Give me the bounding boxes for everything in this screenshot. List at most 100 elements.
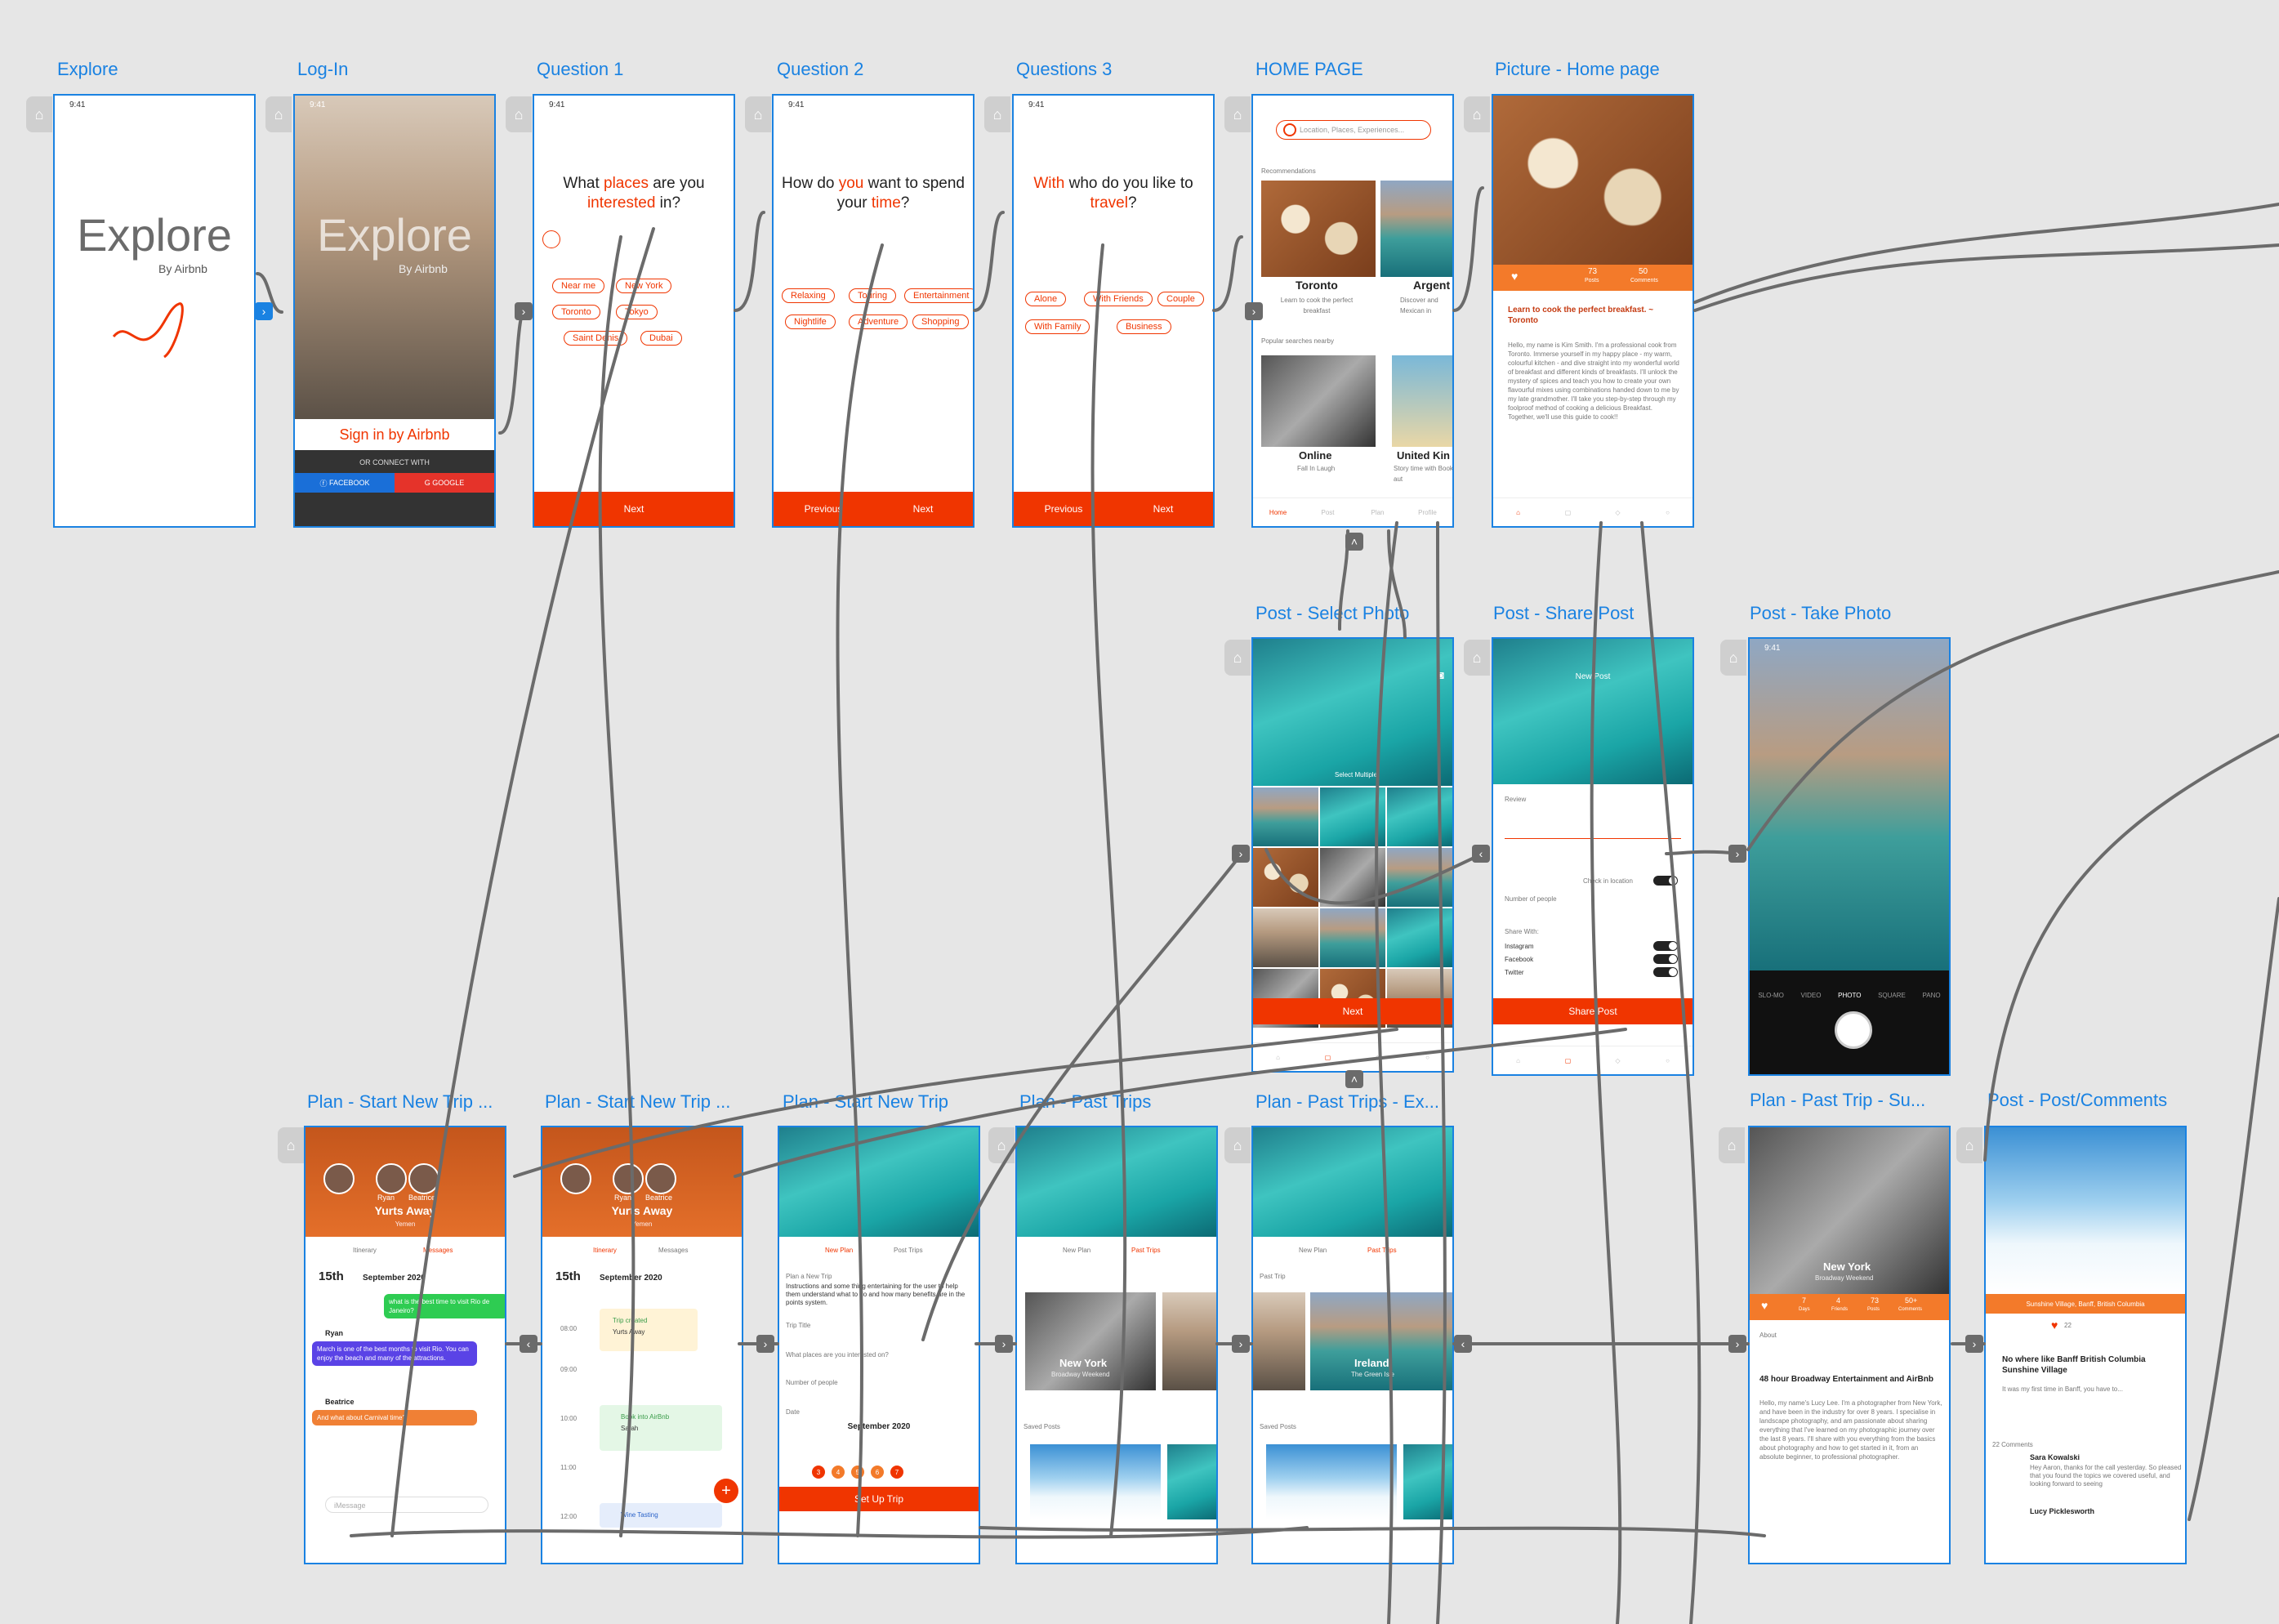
message-input[interactable]: iMessage — [325, 1497, 488, 1513]
saved-post[interactable] — [1030, 1444, 1161, 1519]
artboard-title-home[interactable]: HOME PAGE — [1255, 59, 1363, 79]
chevron-right-icon[interactable]: › — [1728, 845, 1746, 863]
places-field[interactable]: What places are you interested on? — [786, 1351, 889, 1359]
grid-photo[interactable] — [1387, 787, 1452, 846]
home-icon[interactable]: ⌂ — [1464, 96, 1490, 132]
avatar[interactable] — [645, 1163, 676, 1194]
card-photo[interactable] — [1380, 181, 1452, 277]
artboard-share[interactable]: New Post Review Check in location Number… — [1492, 637, 1694, 1076]
artboard-title-plan1[interactable]: Plan - Start New Trip ... — [307, 1091, 493, 1112]
tab-post[interactable]: ▢ — [1564, 508, 1572, 516]
artboard-past[interactable]: New Plan Past Trips New York Broadway We… — [1015, 1126, 1218, 1564]
option-pill[interactable]: Touring — [849, 288, 897, 303]
itinerary-event[interactable]: Wine Tasting — [600, 1503, 722, 1528]
heart-icon[interactable]: ♥ — [1511, 270, 1519, 283]
tab-plan[interactable]: ◇ — [1615, 1056, 1621, 1064]
artboard-title-plan2[interactable]: Plan - Start New Trip ... — [545, 1091, 731, 1112]
option-pill[interactable]: With Family — [1025, 319, 1090, 334]
calendar-day[interactable]: 5 — [851, 1466, 864, 1479]
artboard-title-take[interactable]: Post - Take Photo — [1750, 603, 1892, 623]
grid-photo[interactable] — [1320, 787, 1385, 846]
home-icon[interactable]: ⌂ — [506, 96, 532, 132]
artboard-plan2[interactable]: Ryan Beatrice Yurts Away Yemen Itinerary… — [541, 1126, 743, 1564]
card-photo[interactable] — [1261, 355, 1376, 447]
tab-post[interactable]: ▢ — [1324, 1053, 1331, 1061]
set-up-trip-button[interactable]: Set Up Trip — [779, 1487, 979, 1511]
artboard-title-q3[interactable]: Questions 3 — [1016, 59, 1113, 79]
avatar[interactable] — [560, 1163, 591, 1194]
artboard-title-past[interactable]: Plan - Past Trips — [1019, 1091, 1152, 1112]
chevron-right-icon[interactable]: › — [1232, 1335, 1250, 1353]
artboard-title-postc[interactable]: Post - Post/Comments — [1987, 1090, 2168, 1110]
signin-button[interactable]: Sign in by Airbnb — [295, 419, 494, 450]
artboard-plan3[interactable]: New Plan Post Trips Plan a New Trip Inst… — [778, 1126, 980, 1564]
artboard-home[interactable]: Location, Places, Experiences... Recomme… — [1251, 94, 1454, 528]
option-pill[interactable]: Tokyo — [616, 305, 658, 319]
shutter-icon[interactable] — [1835, 1011, 1872, 1049]
option-pill[interactable]: Saint Denis — [564, 331, 628, 346]
grid-photo[interactable] — [1253, 848, 1318, 907]
artboard-q1[interactable]: 9:41 What places are you interested in? … — [533, 94, 735, 528]
chevron-right-icon[interactable]: › — [255, 302, 273, 320]
option-pill[interactable]: Near me — [552, 279, 605, 293]
trip-card[interactable] — [1253, 1292, 1305, 1390]
home-icon[interactable]: ⌂ — [1719, 1127, 1745, 1163]
people-field[interactable]: Number of people — [786, 1379, 838, 1386]
chevron-right-icon[interactable]: › — [1232, 845, 1250, 863]
home-icon[interactable]: ⌂ — [984, 96, 1010, 132]
tab-post[interactable]: ▢ — [1564, 1056, 1572, 1064]
chevron-right-icon[interactable]: › — [756, 1335, 774, 1353]
previous-button[interactable]: Previous — [1044, 503, 1083, 515]
option-pill[interactable]: Relaxing — [782, 288, 835, 303]
artboard-title-plan3[interactable]: Plan - Start New Trip — [783, 1091, 948, 1112]
google-button[interactable]: G GOOGLE — [395, 473, 494, 493]
search-input[interactable]: Location, Places, Experiences... — [1276, 120, 1431, 140]
add-event-button[interactable]: + — [714, 1479, 738, 1503]
tab-new-plan[interactable]: New Plan — [1063, 1247, 1091, 1254]
artboard-postc[interactable]: Sunshine Village, Banff, British Columbi… — [1984, 1126, 2187, 1564]
camera-icon[interactable]: ◙ — [1437, 668, 1444, 681]
calendar-day[interactable]: 3 — [812, 1466, 825, 1479]
grid-photo[interactable] — [1320, 848, 1385, 907]
grid-photo[interactable] — [1387, 848, 1452, 907]
option-pill[interactable]: New York — [616, 279, 672, 293]
artboard-plan1[interactable]: Ryan Beatrice Yurts Away Yemen Itinerary… — [304, 1126, 506, 1564]
artboard-pastx[interactable]: New Plan Past Trips Past Trip Ireland Th… — [1251, 1126, 1454, 1564]
artboard-title-share[interactable]: Post - Share Post — [1493, 603, 1635, 623]
chevron-left-icon[interactable]: ‹ — [1454, 1335, 1472, 1353]
tab-home[interactable]: ⌂ — [1516, 1056, 1520, 1064]
avatar[interactable] — [408, 1163, 439, 1194]
next-button[interactable]: Next — [1253, 998, 1452, 1024]
artboard-title-q1[interactable]: Question 1 — [537, 59, 624, 79]
tab-new-plan[interactable]: New Plan — [825, 1247, 854, 1254]
twitter-toggle[interactable] — [1653, 967, 1678, 977]
option-pill[interactable]: With Friends — [1084, 292, 1153, 306]
artboard-title-pasttrip[interactable]: Plan - Past Trip - Su... — [1750, 1090, 1926, 1110]
option-pill[interactable]: Couple — [1157, 292, 1204, 306]
instagram-toggle[interactable] — [1653, 941, 1678, 951]
mode-label[interactable]: PANO — [1922, 992, 1941, 999]
option-pill[interactable]: Entertainment — [904, 288, 973, 303]
artboard-login[interactable]: 9:41 Explore By Airbnb Sign in by Airbnb… — [293, 94, 496, 528]
tab-plan[interactable]: ◇ — [1615, 508, 1621, 516]
home-icon[interactable]: ⌂ — [1224, 1127, 1251, 1163]
facebook-button[interactable]: ⓕ FACEBOOK — [295, 473, 395, 493]
tab-home[interactable]: ⌂ — [1276, 1053, 1280, 1061]
chevron-right-icon[interactable]: › — [1728, 1335, 1746, 1353]
chevron-left-icon[interactable]: ‹ — [520, 1335, 537, 1353]
chevron-right-icon[interactable]: › — [1965, 1335, 1983, 1353]
mode-label[interactable]: SLO-MO — [1758, 992, 1784, 999]
chevron-right-icon[interactable]: › — [995, 1335, 1013, 1353]
tab-new-plan[interactable]: New Plan — [1299, 1247, 1327, 1254]
artboard-explore[interactable]: 9:41 Explore By Airbnb — [53, 94, 256, 528]
artboard-q2[interactable]: 9:41 How do you want to spend your time?… — [772, 94, 974, 528]
artboard-select[interactable]: ◙ Select Multiple Next ⌂▢◇○ — [1251, 637, 1454, 1073]
grid-photo[interactable] — [1253, 908, 1318, 967]
mode-label[interactable]: SQUARE — [1878, 992, 1906, 999]
calendar-day[interactable]: 4 — [832, 1466, 845, 1479]
home-icon[interactable]: ⌂ — [988, 1127, 1015, 1163]
next-button[interactable]: Next — [1153, 503, 1174, 515]
chevron-right-icon[interactable]: › — [515, 302, 533, 320]
home-icon[interactable]: ⌂ — [265, 96, 292, 132]
option-pill[interactable]: Alone — [1025, 292, 1067, 306]
